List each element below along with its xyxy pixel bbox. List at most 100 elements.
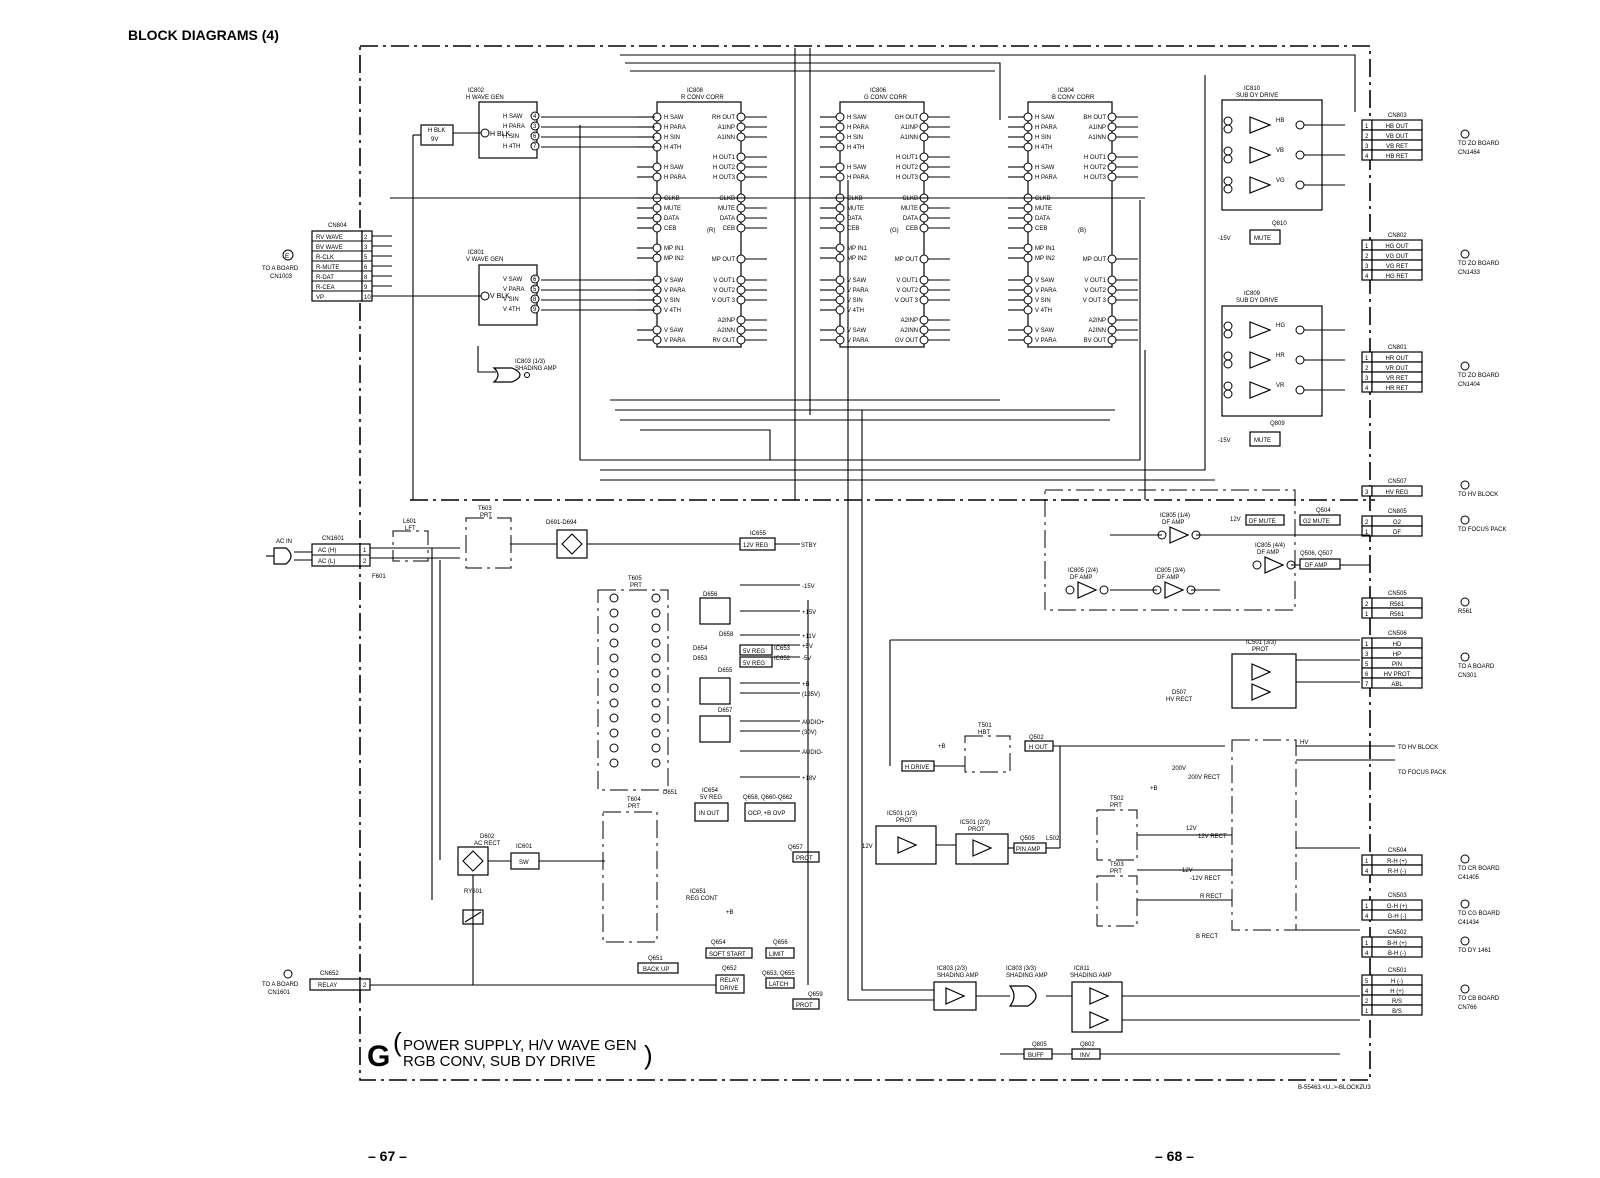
ic808-left-pin: MP IN1 bbox=[664, 246, 685, 252]
svg-text:Q809: Q809 bbox=[1270, 421, 1285, 427]
ic804-left-pin: MP IN1 bbox=[1035, 246, 1056, 252]
svg-text:2: 2 bbox=[1365, 366, 1369, 372]
ic804-left-pin: V SIN bbox=[1035, 298, 1051, 304]
cn503-pin: G-H (+) bbox=[1387, 904, 1407, 910]
svg-text:LFT: LFT bbox=[405, 526, 416, 532]
ic806-left-pin: H SAW bbox=[847, 115, 867, 121]
svg-text:+B: +B bbox=[1150, 786, 1158, 792]
svg-text:SHADING AMP: SHADING AMP bbox=[1070, 973, 1112, 979]
svg-text:SW: SW bbox=[519, 860, 529, 866]
ic808-right-pin: RH OUT bbox=[712, 115, 735, 121]
signal-bus bbox=[390, 48, 1375, 1001]
ic808-right-pin: CEB bbox=[723, 226, 735, 232]
svg-text:4: 4 bbox=[1365, 951, 1369, 957]
svg-text:R561: R561 bbox=[1458, 609, 1473, 615]
power-output: +18V bbox=[802, 776, 816, 782]
svg-text:5V REG: 5V REG bbox=[743, 661, 765, 667]
svg-text:IC501 (1/3): IC501 (1/3) bbox=[887, 811, 917, 817]
ic801-pin-label: V 4TH bbox=[503, 307, 520, 313]
svg-text:TO CB BOARD: TO CB BOARD bbox=[1458, 996, 1500, 1002]
svg-text:5V REG: 5V REG bbox=[700, 795, 722, 801]
cn506-pin: PIN bbox=[1392, 662, 1402, 668]
svg-text:200V RECT: 200V RECT bbox=[1188, 775, 1220, 781]
cn501-pin: R/S bbox=[1392, 999, 1402, 1005]
svg-text:TO HV BLOCK: TO HV BLOCK bbox=[1458, 492, 1498, 498]
svg-text:12V RECT: 12V RECT bbox=[1198, 834, 1227, 840]
cn802-pin: VG RET bbox=[1386, 264, 1409, 270]
svg-text:G2 MUTE: G2 MUTE bbox=[1303, 519, 1330, 525]
ic806-left-pin: V SAW bbox=[847, 328, 866, 334]
ic804-right-pin: A2INN bbox=[1088, 328, 1106, 334]
svg-text:TO CG BOARD: TO CG BOARD bbox=[1458, 911, 1501, 917]
cn501-pin: H (-) bbox=[1391, 979, 1403, 985]
cn804-pin: R-CEA bbox=[316, 285, 335, 291]
cn801-pin: HR OUT bbox=[1386, 356, 1409, 362]
svg-text:2: 2 bbox=[1365, 999, 1369, 1005]
svg-text:PROT: PROT bbox=[968, 827, 985, 833]
ic806-left-pin: H PARA bbox=[847, 125, 869, 131]
power-output: +5V bbox=[802, 644, 813, 650]
ic804-left-pin: DATA bbox=[1035, 216, 1050, 222]
svg-text:3: 3 bbox=[1365, 376, 1369, 382]
svg-text:Q805: Q805 bbox=[1032, 1042, 1047, 1048]
cn805-pin: G2 bbox=[1393, 520, 1402, 526]
ic806-right-pin: H OUT1 bbox=[896, 155, 919, 161]
svg-text:IC804: IC804 bbox=[1058, 88, 1075, 94]
svg-text:VR: VR bbox=[1276, 383, 1285, 389]
cn801-pin: VR OUT bbox=[1386, 366, 1409, 372]
svg-text:IC808: IC808 bbox=[687, 88, 704, 94]
svg-text:5: 5 bbox=[533, 287, 537, 293]
svg-text:Q505: Q505 bbox=[1020, 836, 1035, 842]
ic806-right-pin: DATA bbox=[903, 216, 918, 222]
svg-text:Q659: Q659 bbox=[808, 992, 823, 998]
svg-text:DRIVE: DRIVE bbox=[720, 986, 738, 992]
svg-text:IC803 (1/3): IC803 (1/3) bbox=[515, 359, 545, 365]
ic808-right-pin: V OUT1 bbox=[713, 278, 735, 284]
ic806-left-pin: H PARA bbox=[847, 175, 869, 181]
ic804-right-pin: V OUT1 bbox=[1084, 278, 1106, 284]
svg-text:LATCH: LATCH bbox=[769, 982, 788, 988]
svg-text:MUTE: MUTE bbox=[1254, 236, 1271, 242]
cn804-pin: R-MUTE bbox=[316, 265, 339, 271]
svg-text:1: 1 bbox=[1365, 612, 1369, 618]
svg-text:4: 4 bbox=[1365, 154, 1369, 160]
svg-text:9V: 9V bbox=[431, 137, 438, 143]
svg-text:2: 2 bbox=[1365, 520, 1369, 526]
ic806-left-pin: V SIN bbox=[847, 298, 863, 304]
ic806-right-pin: CEB bbox=[906, 226, 918, 232]
ic804-left-pin: CLKB bbox=[1035, 196, 1051, 202]
svg-text:IC501 (3/3): IC501 (3/3) bbox=[1246, 640, 1276, 646]
svg-text:H DRIVE: H DRIVE bbox=[905, 765, 929, 771]
power-supply: AC IN CN1601 AC (H) AC (L) 1 2 F601 L601… bbox=[262, 506, 825, 1010]
ic808-left-pin: H PARA bbox=[664, 175, 686, 181]
svg-text:CN503: CN503 bbox=[1388, 893, 1407, 899]
ic804-left-pin: MUTE bbox=[1035, 206, 1052, 212]
svg-text:IC805 (1/4): IC805 (1/4) bbox=[1160, 513, 1190, 519]
ic806-right-pin: A2INN bbox=[900, 328, 918, 334]
svg-text:1: 1 bbox=[1365, 859, 1369, 865]
ic808-right-pin: CLKB bbox=[719, 196, 735, 202]
svg-text:TO A BOARD: TO A BOARD bbox=[1458, 664, 1495, 670]
cn501-pin: B/S bbox=[1392, 1009, 1402, 1015]
ic804-left-pin: V SAW bbox=[1035, 278, 1054, 284]
svg-text:12V: 12V bbox=[862, 844, 873, 850]
svg-text:PIN AMP: PIN AMP bbox=[1016, 847, 1040, 853]
svg-text:B CONV CORR: B CONV CORR bbox=[1052, 95, 1095, 101]
ic804-left-pin: V PARA bbox=[1035, 338, 1057, 344]
cn803-pin: VB RET bbox=[1386, 144, 1408, 150]
ic808-left-pin: H PARA bbox=[664, 125, 686, 131]
ic806-right-pin: GH OUT bbox=[895, 115, 919, 121]
svg-text:2: 2 bbox=[1365, 134, 1369, 140]
svg-text:D656: D656 bbox=[703, 592, 718, 598]
ic806-left-pin: H SAW bbox=[847, 165, 867, 171]
svg-text:9: 9 bbox=[533, 307, 537, 313]
svg-text:200V: 200V bbox=[1172, 766, 1186, 772]
ic806-right-pin: A2INP bbox=[901, 318, 918, 324]
ic806-right-pin: GV OUT bbox=[895, 338, 918, 344]
